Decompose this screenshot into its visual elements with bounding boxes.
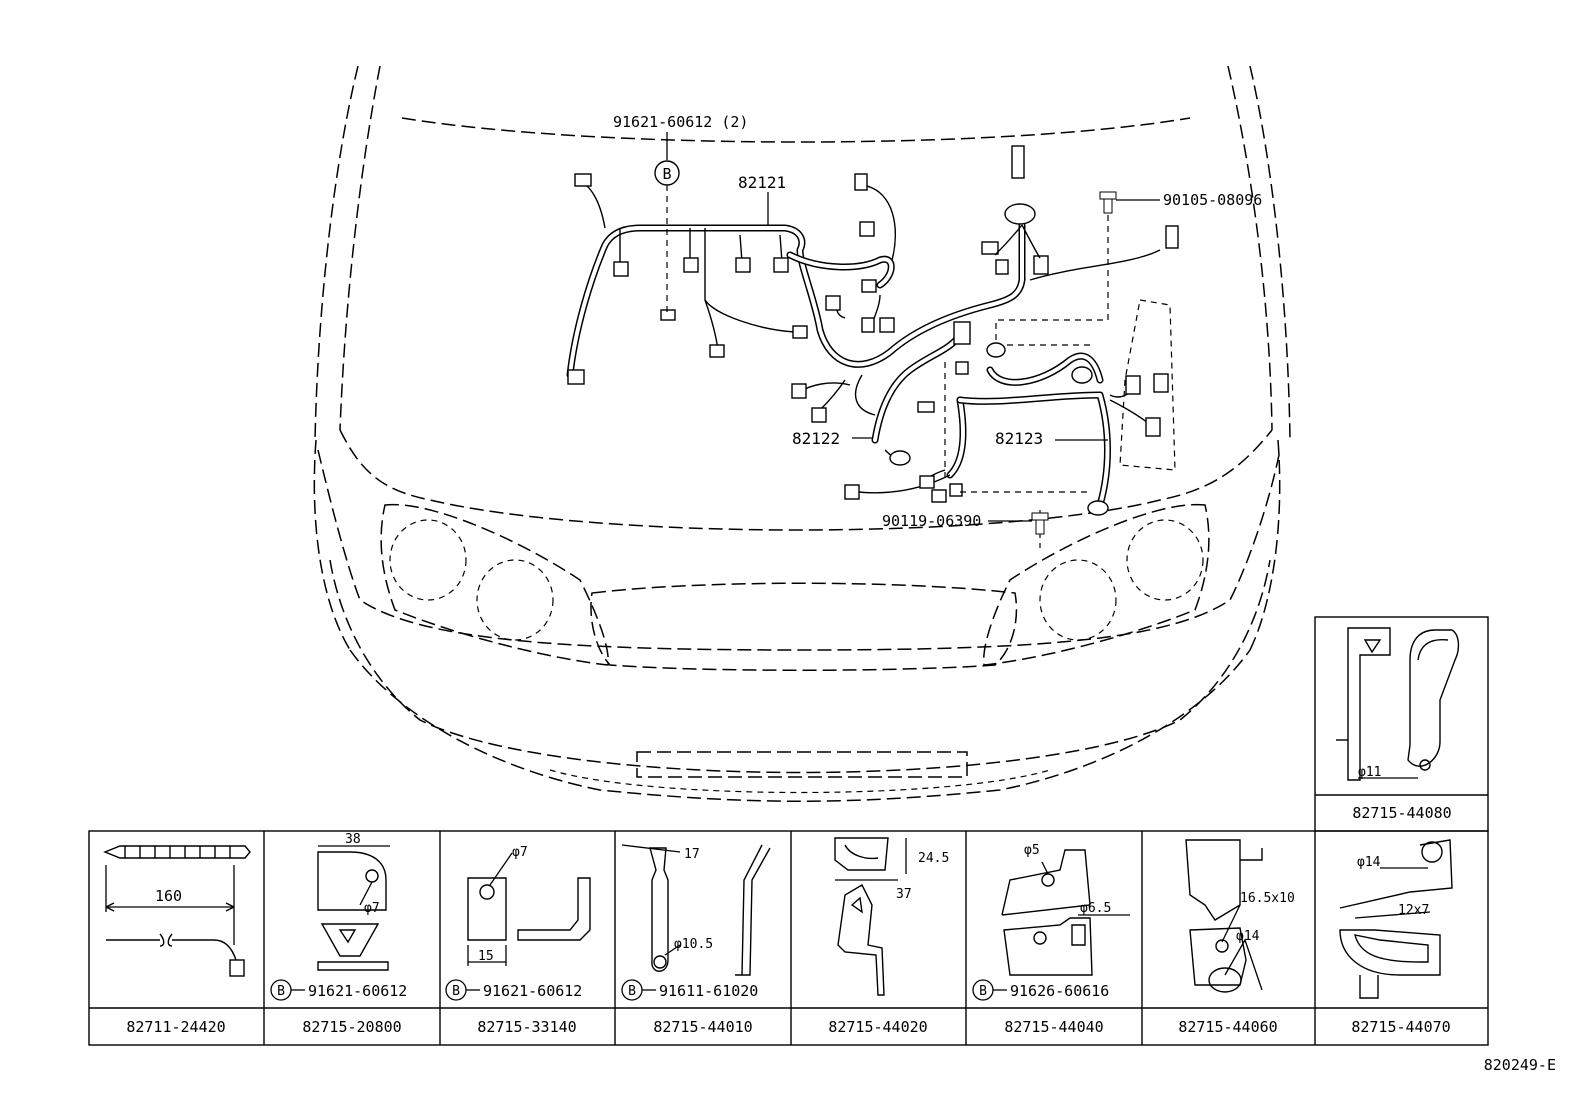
clamp-82715-33140-drawing: [467, 852, 591, 966]
dim-16-5x10: 16.5x10: [1240, 891, 1295, 906]
clamp-82715-44040-drawing: [1001, 849, 1130, 976]
dim-phi11: φ11: [1358, 765, 1381, 780]
callout-screw-b-top: 91621-60612 (2): [613, 113, 748, 131]
clamp-82715-44080-drawing: [1336, 627, 1460, 781]
wire-harness-82121: [566, 145, 1049, 385]
clamp-82711-24420-drawing: [103, 845, 251, 977]
screw-marker-b-4: B: [979, 984, 987, 999]
dim-17: 17: [684, 847, 700, 862]
car-body-outline: [313, 65, 1291, 802]
screw-marker-b-3: B: [628, 984, 636, 999]
dim-phi6-5: φ6.5: [1080, 901, 1111, 916]
part-no-82715-20800: 82715-20800: [302, 1018, 401, 1036]
part-no-82715-44080: 82715-44080: [1352, 804, 1451, 822]
clamp-82715-20800-drawing: [317, 845, 390, 971]
screw-no-91621-60612-b: 91621-60612: [483, 982, 582, 1000]
part-no-82715-44070: 82715-44070: [1351, 1018, 1450, 1036]
part-no-82715-33140: 82715-33140: [477, 1018, 576, 1036]
drawing-id: 820249-E: [1484, 1056, 1556, 1074]
dim-160: 160: [155, 887, 182, 905]
dim-12x7: 12x7: [1398, 903, 1429, 918]
dim-15: 15: [478, 949, 494, 964]
callout-harness-82123: 82123: [995, 429, 1043, 448]
clamp-82715-44020-drawing: [834, 837, 907, 996]
dim-phi14-a: φ14: [1236, 929, 1260, 944]
screw-markers: [270, 979, 1007, 1001]
part-no-82715-44040: 82715-44040: [1004, 1018, 1103, 1036]
part-no-82715-44010: 82715-44010: [653, 1018, 752, 1036]
dim-phi5: φ5: [1024, 843, 1040, 858]
screw-no-91626-60616: 91626-60616: [1010, 982, 1109, 1000]
dim-24-5: 24.5: [918, 851, 949, 866]
wire-harness-82122: [791, 331, 964, 466]
bolt-icon-lower: [1031, 512, 1049, 535]
screw-marker-b-1: B: [277, 984, 285, 999]
dim-phi7-a: φ7: [364, 901, 380, 916]
clamp-82715-44010-drawing: [621, 844, 771, 976]
part-no-82715-44020: 82715-44020: [828, 1018, 927, 1036]
callout-harness-82121: 82121: [738, 173, 786, 192]
part-no-82715-44060: 82715-44060: [1178, 1018, 1277, 1036]
callout-harness-82122: 82122: [792, 429, 840, 448]
clamp-82715-44070-drawing: [1339, 839, 1453, 999]
clamp-table: [88, 616, 1489, 1046]
dim-phi14-b: φ14: [1357, 855, 1381, 870]
bolt-icon-right: [1099, 191, 1117, 214]
screw-no-91611-61020: 91611-61020: [659, 982, 758, 1000]
dim-37: 37: [896, 887, 912, 902]
part-no-82711-24420: 82711-24420: [126, 1018, 225, 1036]
screw-marker-b-2: B: [452, 984, 460, 999]
callout-bolt-90119: 90119-06390: [882, 512, 981, 530]
callout-bolt-90105: 90105-08096: [1163, 191, 1262, 209]
marker-b-top: B: [662, 165, 671, 183]
dim-phi10-5: φ10.5: [674, 937, 713, 952]
screw-no-91621-60612-a: 91621-60612: [308, 982, 407, 1000]
clamp-82715-44060-drawing: [1185, 839, 1263, 993]
wire-harness-82123: [844, 215, 1179, 548]
dim-38: 38: [345, 832, 361, 847]
dim-phi7-b: φ7: [512, 845, 528, 860]
